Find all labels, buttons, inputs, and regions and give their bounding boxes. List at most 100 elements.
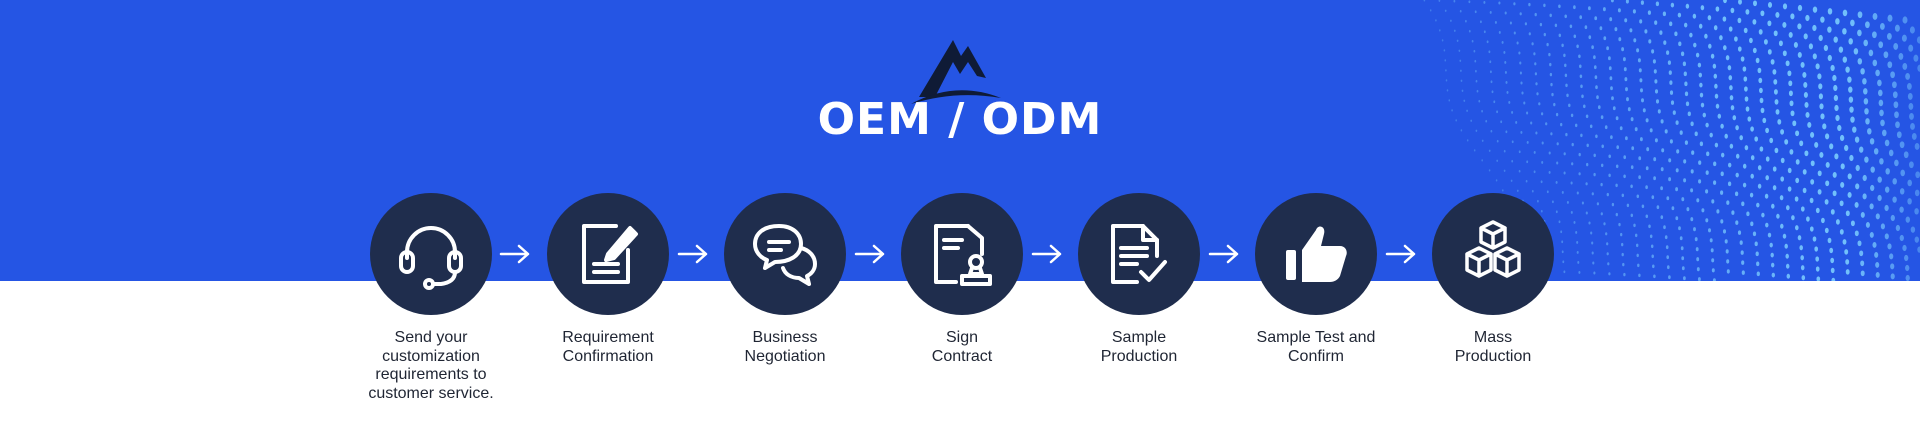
halftone-dot bbox=[1893, 42, 1899, 50]
halftone-dot bbox=[1728, 26, 1733, 32]
halftone-dot bbox=[1545, 122, 1548, 126]
halftone-dot bbox=[1504, 11, 1507, 15]
halftone-dot bbox=[1774, 147, 1779, 154]
halftone-dot bbox=[1586, 162, 1589, 167]
halftone-dot bbox=[1800, 265, 1805, 271]
halftone-dot bbox=[1848, 86, 1853, 93]
halftone-dot bbox=[1511, 159, 1514, 163]
halftone-dot bbox=[1618, 37, 1622, 42]
halftone-dot bbox=[1863, 88, 1868, 95]
halftone-dot bbox=[1814, 141, 1819, 148]
halftone-dot bbox=[1637, 58, 1641, 63]
halftone-dot bbox=[1584, 25, 1588, 30]
halftone-dot bbox=[1474, 10, 1477, 14]
halftone-dot bbox=[1438, 0, 1441, 3]
halftone-dot bbox=[1778, 40, 1783, 47]
boxes-icon bbox=[1465, 220, 1521, 278]
halftone-dot bbox=[1879, 158, 1884, 165]
halftone-dot bbox=[1526, 140, 1529, 144]
halftone-dot bbox=[1729, 85, 1733, 91]
halftone-dot bbox=[1815, 207, 1820, 214]
halftone-dot bbox=[1788, 80, 1793, 87]
halftone-dot bbox=[1884, 139, 1890, 147]
halftone-dot bbox=[1578, 54, 1581, 59]
halftone-dot bbox=[1448, 99, 1451, 102]
halftone-dot bbox=[1770, 252, 1774, 258]
halftone-dot bbox=[1538, 102, 1541, 106]
halftone-dot bbox=[1773, 89, 1778, 95]
halftone-dot bbox=[1468, 29, 1471, 33]
halftone-dot bbox=[1747, 116, 1752, 122]
halftone-dot bbox=[1570, 210, 1573, 214]
halftone-dot bbox=[1705, 189, 1709, 194]
halftone-dot bbox=[1520, 81, 1523, 85]
halftone-dot bbox=[1581, 94, 1584, 99]
halftone-dot bbox=[1491, 90, 1494, 94]
halftone-dot bbox=[1670, 100, 1675, 105]
halftone-dot bbox=[1500, 120, 1503, 124]
step-sample-test-confirm: Sample Test and Confirm bbox=[1226, 193, 1406, 366]
halftone-dot bbox=[1817, 73, 1822, 80]
halftone-dot bbox=[1827, 54, 1832, 62]
halftone-dot bbox=[1435, 19, 1437, 22]
halftone-dot bbox=[1476, 89, 1479, 93]
halftone-dot bbox=[1865, 221, 1870, 228]
halftone-dot bbox=[1453, 29, 1456, 33]
halftone-dot bbox=[1576, 191, 1579, 195]
halftone-dot bbox=[1647, 10, 1651, 15]
halftone-dot bbox=[1829, 247, 1834, 254]
halftone-dot bbox=[1677, 12, 1682, 18]
halftone-dot bbox=[1683, 71, 1687, 77]
halftone-dot bbox=[1725, 55, 1730, 61]
halftone-dot bbox=[1716, 209, 1720, 214]
halftone-dot bbox=[1855, 183, 1860, 190]
halftone-dot bbox=[1774, 99, 1779, 105]
halftone-dot bbox=[1901, 34, 1907, 42]
halftone-dot bbox=[1526, 160, 1529, 164]
halftone-dot bbox=[1742, 182, 1747, 188]
halftone-dot bbox=[1488, 169, 1491, 172]
chat-bubbles-icon bbox=[753, 224, 817, 286]
halftone-dot bbox=[1498, 1, 1501, 5]
halftone-dot bbox=[1702, 112, 1706, 118]
halftone-dot bbox=[1699, 141, 1704, 147]
halftone-dot bbox=[1570, 181, 1573, 185]
halftone-dot bbox=[1606, 192, 1609, 197]
halftone-dot bbox=[1662, 11, 1667, 17]
halftone-dot bbox=[1679, 236, 1683, 241]
halftone-dot bbox=[1892, 91, 1898, 99]
halftone-dot bbox=[1902, 244, 1907, 252]
halftone-dot bbox=[1803, 81, 1808, 88]
halftone-dot bbox=[1818, 93, 1823, 100]
halftone-dot bbox=[1757, 165, 1762, 171]
halftone-dot bbox=[1827, 8, 1833, 15]
halftone-dot bbox=[1849, 154, 1854, 162]
halftone-dot bbox=[1608, 154, 1611, 159]
halftone-dot bbox=[1714, 93, 1719, 99]
step-mass-production: Mass Production bbox=[1403, 193, 1583, 366]
halftone-dot bbox=[1606, 46, 1609, 51]
halftone-dot bbox=[1820, 113, 1825, 120]
halftone-dot bbox=[1496, 159, 1499, 163]
halftone-dot bbox=[1806, 216, 1810, 222]
halftone-dot bbox=[1591, 45, 1594, 50]
halftone-dot bbox=[1761, 212, 1765, 218]
halftone-dot bbox=[1833, 36, 1838, 43]
halftone-dot bbox=[1770, 59, 1775, 65]
halftone-dot bbox=[1595, 85, 1598, 90]
halftone-dot bbox=[1799, 245, 1803, 251]
halftone-dot bbox=[1689, 32, 1693, 38]
halftone-dot bbox=[1880, 119, 1885, 127]
halftone-dot bbox=[1916, 36, 1920, 44]
halftone-dot bbox=[1911, 132, 1917, 140]
halftone-dot bbox=[1791, 215, 1795, 221]
halftone-dot bbox=[1892, 81, 1897, 89]
halftone-dot bbox=[1543, 32, 1546, 37]
halftone-dot bbox=[1595, 134, 1598, 139]
halftone-dot bbox=[1699, 92, 1704, 98]
halftone-dot bbox=[1857, 11, 1863, 19]
step-circle bbox=[370, 193, 492, 315]
halftone-dot bbox=[1685, 101, 1690, 107]
halftone-dot bbox=[1743, 27, 1748, 34]
halftone-dot bbox=[1877, 79, 1882, 87]
